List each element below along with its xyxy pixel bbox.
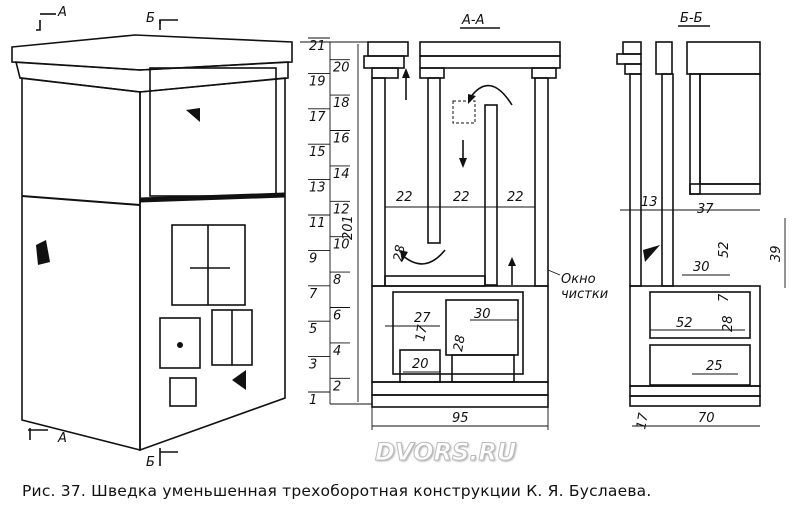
row-number-even: 8 [333,273,341,288]
dim-h-39: 39 [769,245,784,262]
row-number-odd: 3 [309,358,317,373]
dim-oven-28: 28 [451,334,469,353]
row-number-odd: 15 [309,145,326,160]
row-number-odd: 17 [309,110,326,125]
figure-caption: Рис. 37. Шведка уменьшенная трехоборотна… [22,482,652,500]
section-mark-a-top: А [57,5,67,20]
stove-3d-view: А Б А Б [11,5,293,470]
row-number-odd: 11 [309,216,326,231]
dim-w-25: 25 [706,359,723,374]
dim-height-201: 201 [341,215,356,240]
row-number-even: 12 [333,202,350,217]
stove-right-face [139,77,286,452]
row-number-even: 4 [333,344,341,359]
cleanout-label-line1: Окно [561,272,596,287]
row-number-odd: 21 [309,39,326,54]
dim-w-52: 52 [676,316,693,331]
section-a-title: А-А [461,13,484,28]
stove-top-cap [11,34,293,71]
dim-oven-30: 30 [474,307,491,322]
row-number-even: 20 [333,61,350,76]
outer-wall-right [534,77,549,287]
row-number-even: 2 [333,379,341,394]
outer-wall-left [371,77,386,287]
section-mark-b-bottom: Б [146,455,155,470]
section-a-a: А-А 22 22 22 28 27 30 [363,13,608,430]
partition-2 [484,104,498,286]
row-number-odd: 13 [309,181,326,196]
row-number-even: 10 [333,238,350,253]
dim-channel-3: 22 [507,190,524,205]
dark-triangle [232,370,246,390]
dim-28-upper: 28 [391,244,409,263]
dim-h-28: 28 [721,315,736,332]
row-number-odd: 5 [309,322,317,337]
section-b-title: Б-Б [680,11,703,26]
dim-w-30: 30 [693,260,710,275]
watermark: DVORS.RU [374,438,517,467]
dim-base-17: 17 [634,411,652,431]
dim-wall-13: 13 [641,195,658,210]
row-number-even: 16 [333,132,350,147]
dim-firebox-27: 27 [414,311,431,326]
row-number-odd: 1 [309,393,317,408]
dark-triangle [186,108,200,122]
dim-depth-37: 37 [697,202,714,217]
dark-triangle [36,240,50,265]
row-number-odd: 19 [309,74,326,89]
row-number-odd: 7 [309,287,318,302]
dim-gap-17: 17 [413,323,431,343]
row-number-odd: 9 [309,251,317,266]
section-b-b: Б-Б 13 37 52 39 30 7 52 28 25 17 70 [616,11,786,431]
row-number-even: 6 [333,309,341,324]
cleanout-door [169,377,197,407]
dim-channel-1: 22 [396,190,413,205]
dim-h-52: 52 [717,241,732,258]
dim-width-95: 95 [452,411,469,426]
section-mark-a-bottom: А [57,431,67,446]
oven-door [159,317,201,369]
upper-recess [149,67,277,197]
dim-channel-2: 22 [453,190,470,205]
row-number-even: 14 [333,167,350,182]
dim-ash-20: 20 [412,357,429,372]
dim-gap-7: 7 [717,293,732,302]
dim-width-70: 70 [698,411,715,426]
cleanout-label-line2: чистки [561,287,608,302]
row-number-even: 18 [333,96,350,111]
section-mark-b-top: Б [146,11,155,26]
partition-1 [427,77,441,244]
